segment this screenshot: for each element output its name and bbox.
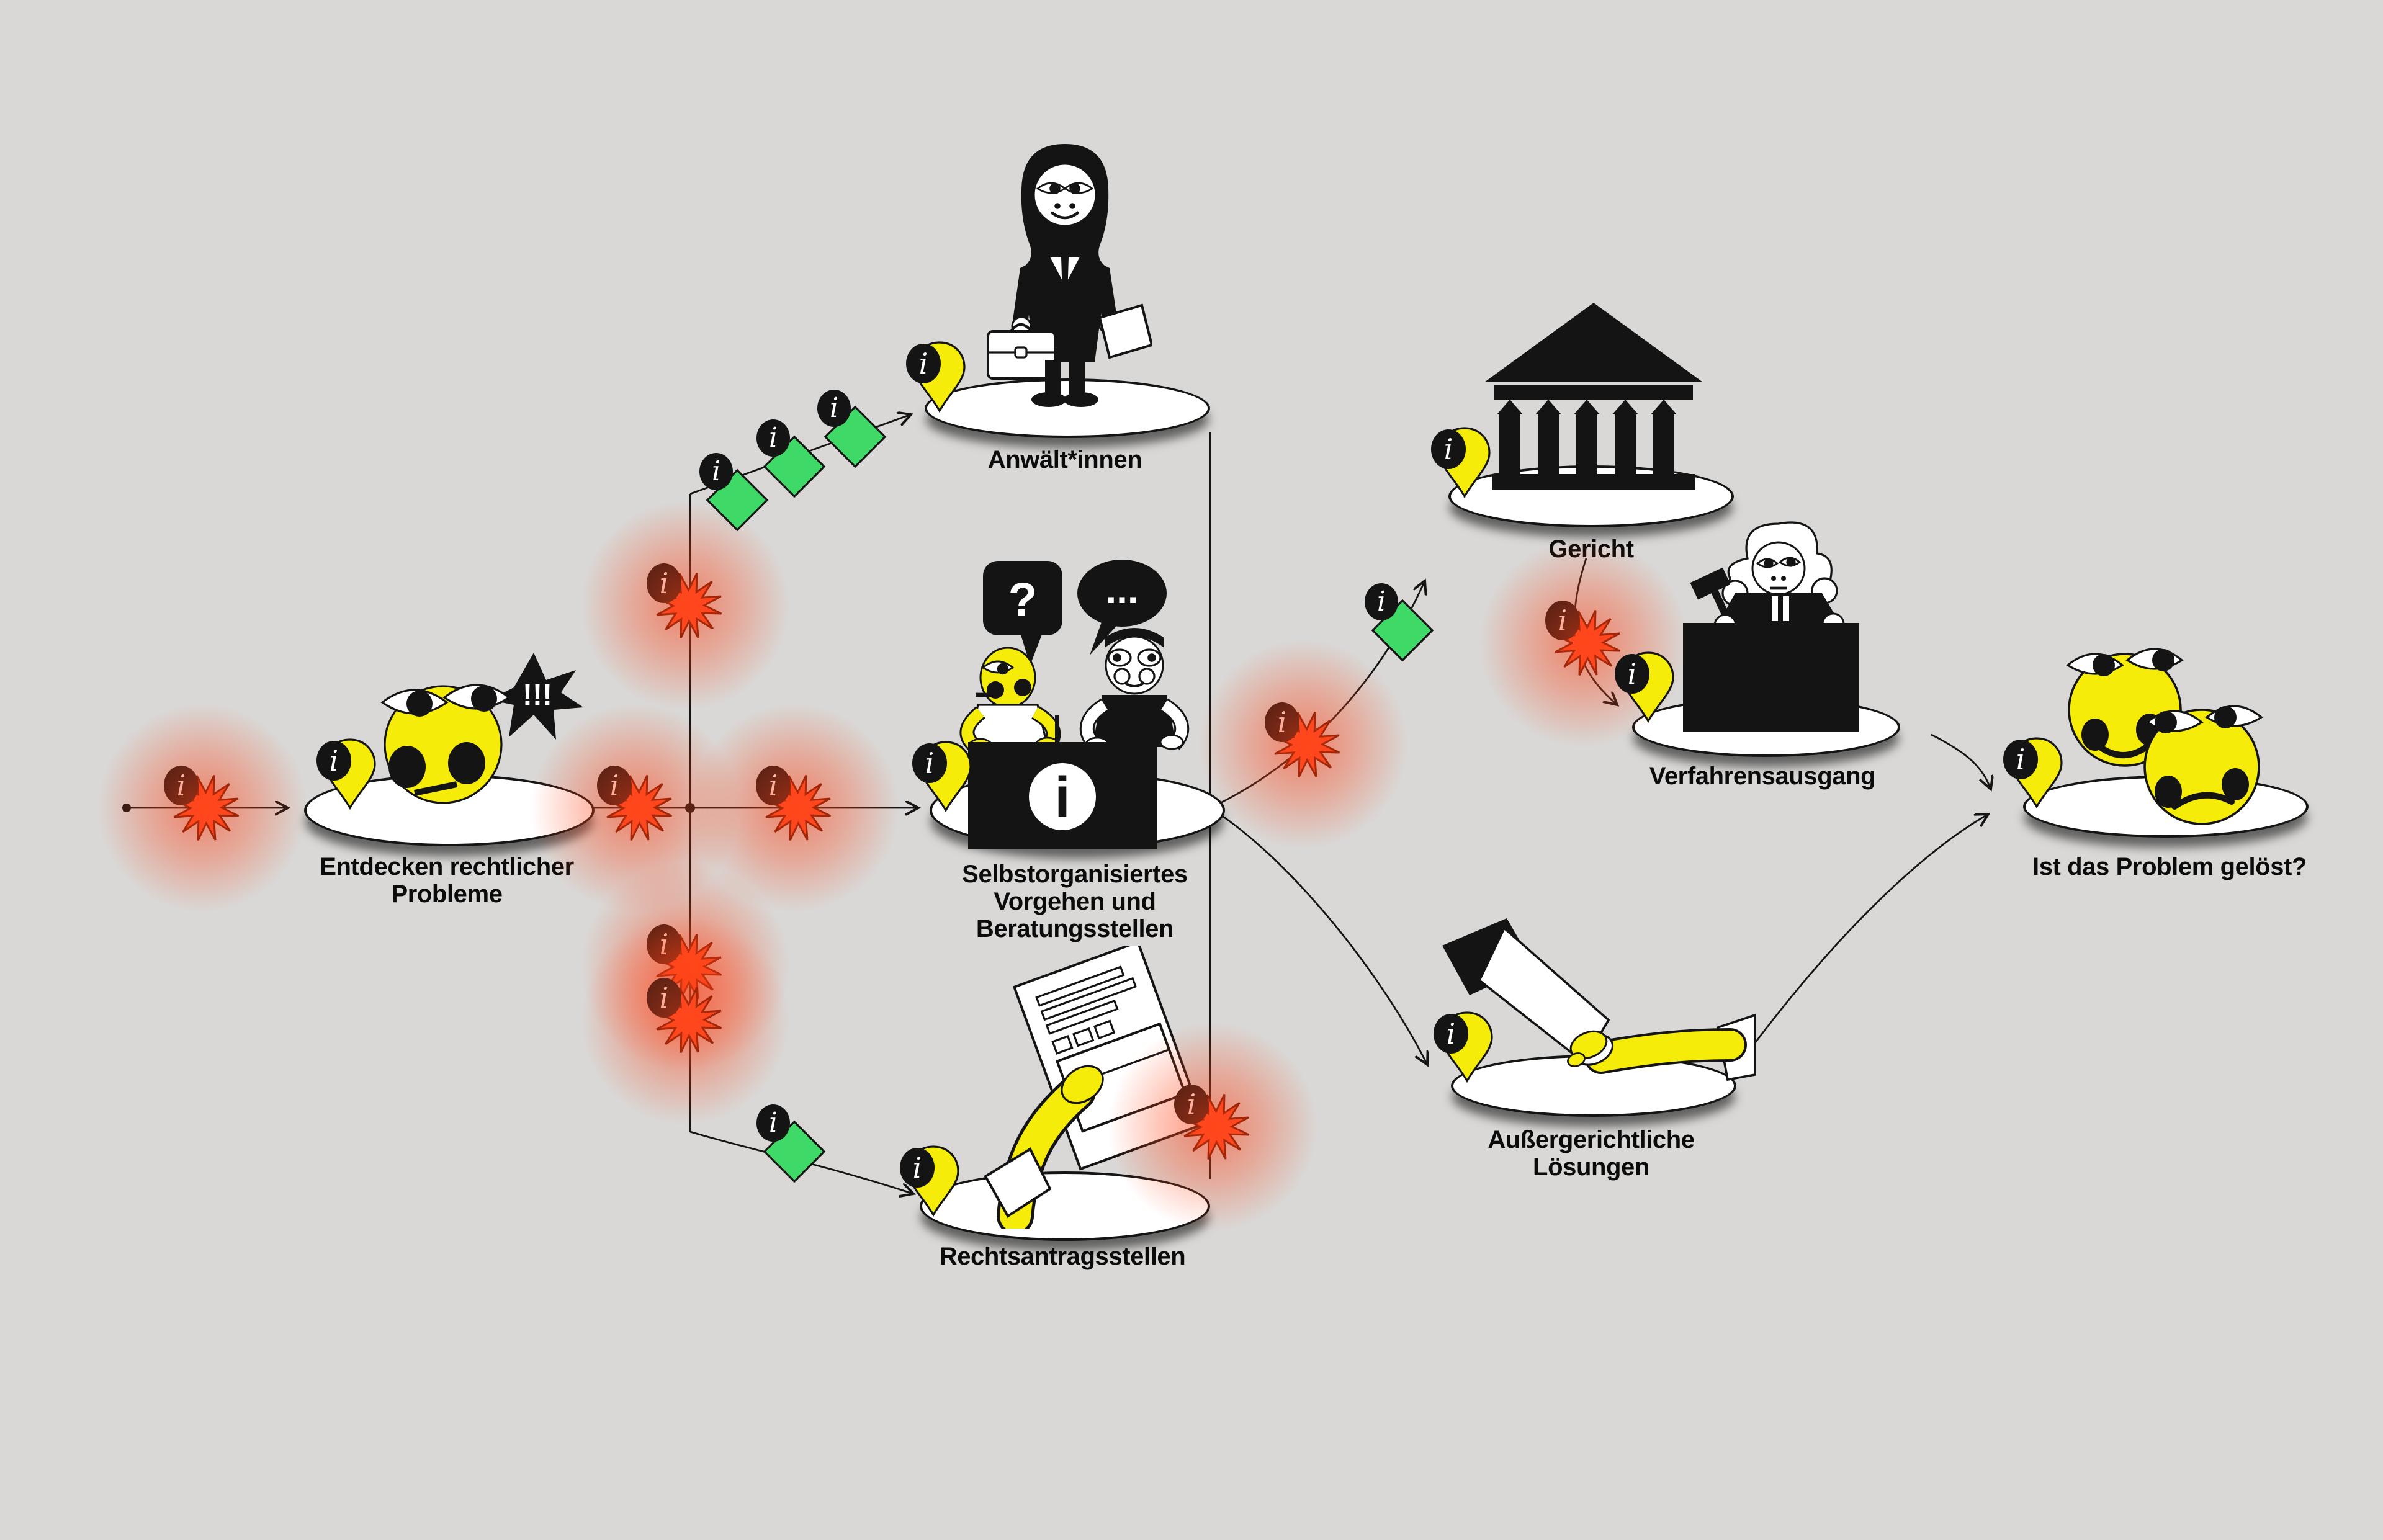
info-starburst-marker[interactable]: i (580, 915, 791, 1126)
info-pin[interactable]: i (313, 736, 380, 813)
info-diamond-marker[interactable]: i (738, 407, 850, 524)
svg-text:i: i (1377, 586, 1386, 617)
bench-desk-icon (1683, 623, 1859, 732)
alert-glow (1107, 1021, 1318, 1232)
info-starburst-marker[interactable]: i (97, 702, 308, 913)
lawyer-figure-icon (987, 144, 1152, 407)
svg-text:i: i (1444, 432, 1453, 466)
info-pin[interactable]: i (1611, 649, 1678, 726)
edge-verfahrensausgang-to-geloest (1931, 733, 1991, 789)
label-selbst: Selbstorganisiertes Vorgehen und Beratun… (962, 861, 1188, 943)
label-geloest: Ist das Problem gelöst? (2032, 854, 2307, 881)
info-diamond-marker[interactable]: i (738, 1092, 850, 1209)
info-diamond-marker[interactable]: i (681, 441, 793, 557)
worried-face-icon: !!! (380, 653, 583, 804)
info-pin[interactable]: i (896, 1143, 963, 1220)
alert-glow (1198, 639, 1409, 850)
info-starburst-marker[interactable]: i (580, 500, 791, 711)
svg-text:i: i (1054, 766, 1070, 829)
info-desk-scene-icon: ? ... i (959, 560, 1190, 849)
judge-figure-icon (1683, 521, 1859, 732)
label-rechtsantrag: Rechtsantragsstellen (939, 1243, 1186, 1271)
label-anwaelte: Anwält*innen (987, 447, 1142, 474)
svg-text:i: i (2016, 743, 2026, 776)
svg-text:i: i (1447, 1017, 1456, 1050)
edge-aussergerichtlich-to-geloest (1734, 814, 1988, 1070)
edge-selbst-to-aussergerichtlich (1209, 807, 1427, 1065)
handshake-icon (1442, 918, 1756, 1081)
courthouse-icon (1484, 303, 1703, 490)
svg-text:i: i (830, 392, 838, 424)
svg-text:i: i (769, 1107, 778, 1139)
info-starburst-marker[interactable]: i (1198, 639, 1409, 850)
alert-glow (580, 915, 791, 1126)
happy-sad-faces-icon (2066, 648, 2263, 825)
svg-text:i: i (769, 422, 778, 454)
svg-text:i: i (913, 1151, 922, 1184)
question-bubble-icon (983, 561, 1062, 635)
info-pin[interactable]: i (1430, 1009, 1497, 1086)
label-aussergerichtlich: Außergerichtliche Lösungen (1488, 1127, 1695, 1181)
platform-anwaelte (925, 378, 1210, 438)
alert-glow (580, 500, 791, 711)
svg-text:?: ? (1008, 573, 1037, 626)
label-verfahrensausgang: Verfahrensausgang (1649, 763, 1876, 790)
svg-text:i: i (330, 744, 339, 777)
info-starburst-marker[interactable]: i (1107, 1021, 1318, 1232)
svg-text:...: ... (1105, 567, 1138, 612)
label-entdecken: Entdecken rechtlicher Probleme (320, 854, 574, 908)
info-pin[interactable]: i (909, 738, 976, 815)
svg-text:i: i (925, 746, 935, 780)
alert-glow (97, 702, 308, 913)
svg-text:i: i (919, 347, 928, 380)
info-diamond-marker[interactable]: i (799, 377, 911, 494)
svg-text:!!!: !!! (523, 679, 552, 712)
info-pin[interactable]: i (1427, 424, 1494, 501)
alert-star-icon (489, 653, 583, 740)
info-diamond-marker[interactable]: i (1347, 571, 1458, 687)
info-pin[interactable]: i (1999, 735, 2067, 812)
svg-text:i: i (1628, 657, 1637, 691)
info-pin[interactable]: i (902, 339, 969, 416)
ellipsis-bubble-icon (1077, 560, 1167, 627)
svg-text:i: i (712, 455, 720, 487)
